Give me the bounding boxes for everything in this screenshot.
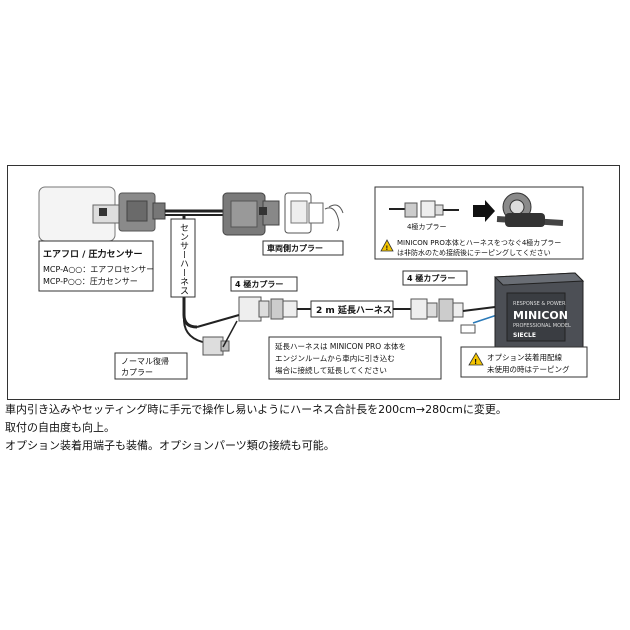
inset-note-1: MINICON PRO本体とハーネスをつなぐ4極カプラー: [397, 238, 561, 247]
minicon-pro-device: [493, 272, 585, 364]
coupler-4pin-b-label-box: [402, 270, 468, 286]
option-terminal: [460, 324, 476, 334]
device-brand: MINICON: [513, 309, 568, 322]
vehicle-coupler-label-box: [262, 240, 344, 256]
taping-illustration: [496, 192, 564, 227]
inset-coupler-label: 4極カプラー: [407, 222, 446, 231]
sensor-airflow-line: MCP-A○○：エアフロセンサー: [43, 265, 154, 274]
harness-connector-illustration: [222, 192, 280, 236]
vehicle-coupler-illustration: [284, 192, 344, 234]
caption-block: 車内引き込みやセッティング時に手元で操作し易いようにハーネス合計長を200cm→…: [5, 401, 625, 455]
device-sub1: RESPONSE & POWER: [513, 301, 566, 307]
device-logo: SIECLE: [513, 332, 536, 339]
harness-wire-a: [196, 314, 240, 328]
option-note-box: !: [460, 346, 588, 378]
caption-line-2: 取付の自由度も向上。: [5, 421, 115, 434]
coupler-4pin-a-illustration: [238, 296, 298, 322]
device-sub2: PROFESSIONAL MODEL: [513, 323, 571, 329]
wiring-diagram: エアフロ / 圧力センサー MCP-A○○：エアフロセンサー MCP-P○○：圧…: [7, 165, 620, 400]
extension-note-2: エンジンルームから車内に引き込む: [275, 353, 395, 363]
sensor-pressure-line: MCP-P○○：圧力センサー: [43, 276, 138, 286]
normal-return-label-box: [114, 352, 188, 380]
option-note-1: オプション装着用配線: [487, 352, 562, 362]
coupler-4pin-b-label: 4 極カプラー: [407, 273, 455, 283]
sensor-illustration: [38, 186, 166, 242]
vehicle-coupler-label: 車両側カプラー: [267, 243, 323, 253]
inset-coupler-illustration: [389, 200, 459, 218]
inset-note-2: は非防水のため接続後にテーピングしてください: [397, 248, 551, 257]
option-wire: [472, 314, 498, 324]
normal-return-label-2: カプラー: [121, 368, 153, 377]
sensor-title: エアフロ / 圧力センサー: [43, 248, 143, 260]
sensor-label-box: [38, 240, 154, 292]
caption-line-1: 車内引き込みやセッティング時に手元で操作し易いようにハーネス合計長を200cm→…: [5, 403, 507, 416]
return-wire-2: [222, 320, 238, 348]
svg-text:!: !: [474, 358, 477, 366]
warning-icon: [468, 352, 484, 366]
inset-warning-icon: !: [380, 239, 394, 252]
coupler-4pin-a-label: 4 極カプラー: [235, 279, 283, 289]
sensor-harness-label-box: [170, 218, 196, 298]
extension-note-1: 延長ハーネスは MINICON PRO 本体を: [275, 341, 406, 351]
extension-note-3: 場合に接続して延長してください: [275, 365, 387, 375]
normal-return-label-1: ノーマル復帰: [121, 356, 169, 366]
svg-text:!: !: [386, 245, 389, 252]
extension-harness-label: 2 m 延長ハーネス: [316, 304, 392, 316]
arrow-right-icon: [473, 200, 495, 222]
caption-line-3: オプション装着用端子も装備。オプションパーツ類の接続も可能。: [5, 439, 335, 452]
extension-note-box: [268, 336, 442, 380]
harness-wire-d: [462, 306, 496, 312]
coupler-4pin-a-label-box: [230, 276, 298, 292]
sensor-harness-label: センサーハーネス: [178, 223, 189, 295]
option-note-2: 未使用の時はテーピング: [487, 364, 570, 374]
